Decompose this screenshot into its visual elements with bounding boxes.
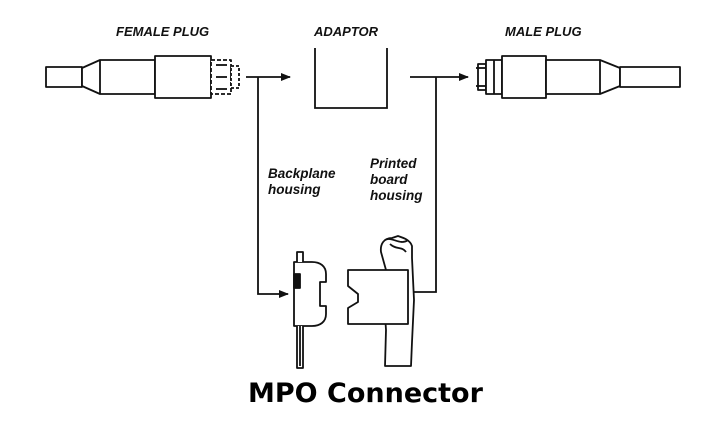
female-plug-boot [81,59,156,95]
diagram-title: MPO Connector [248,378,483,409]
female-plug-cable [45,66,83,88]
label-backplane-line2: housing [268,182,321,197]
label-adaptor: ADAPTOR [314,24,379,39]
male-plug-pins [476,63,487,91]
connection-arrows [246,73,469,298]
male-plug-drawing [476,55,681,99]
label-backplane-housing: Backplane housing [268,166,336,198]
adaptor-drawing [314,48,388,109]
label-backplane-line1: Backplane [268,166,336,181]
female-plug-body [154,55,212,99]
label-printed-line1: Printed [370,156,417,171]
line-printed-board-to-male [412,77,437,293]
printed-board-housing-body [347,269,409,325]
label-female-plug: FEMALE PLUG [116,24,210,39]
label-male-plug: MALE PLUG [505,24,582,39]
printed-board-housing-drawing [347,235,415,367]
male-plug-boot [545,59,621,95]
arrow-to-backplane [257,77,289,298]
female-plug-ferrule [210,59,240,95]
label-printed-line2: board [370,172,408,187]
label-printed-board-housing: Printed board housing [370,156,423,204]
male-plug-body [501,55,547,99]
label-printed-line3: housing [370,188,423,203]
female-plug-drawing [45,55,240,99]
male-plug-cable [619,66,681,88]
backplane-housing-drawing [293,251,327,369]
